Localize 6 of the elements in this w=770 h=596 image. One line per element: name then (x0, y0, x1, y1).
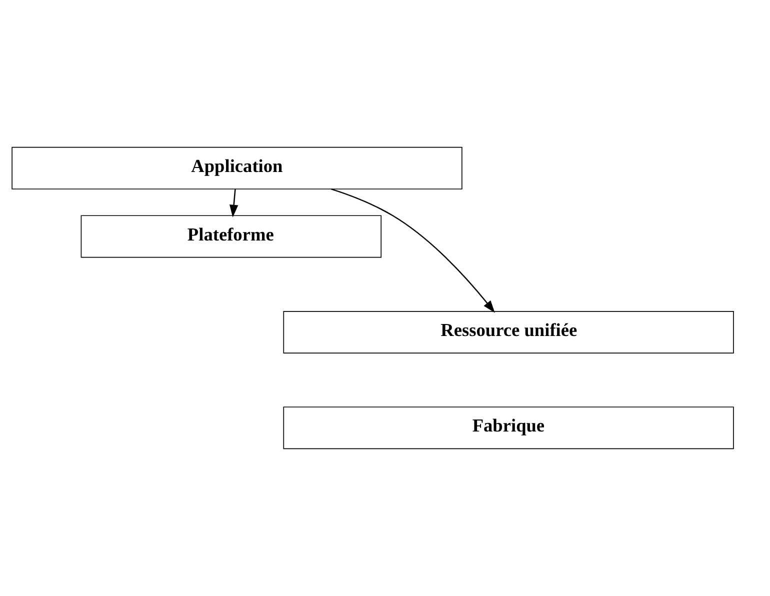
node-box: Fabrique (283, 406, 734, 450)
node-box: Application (12, 146, 462, 190)
arrow (229, 188, 238, 218)
node-box: Plateforme (80, 215, 382, 258)
node-box: Ressource unifiée (283, 311, 734, 354)
arrow (330, 188, 495, 313)
